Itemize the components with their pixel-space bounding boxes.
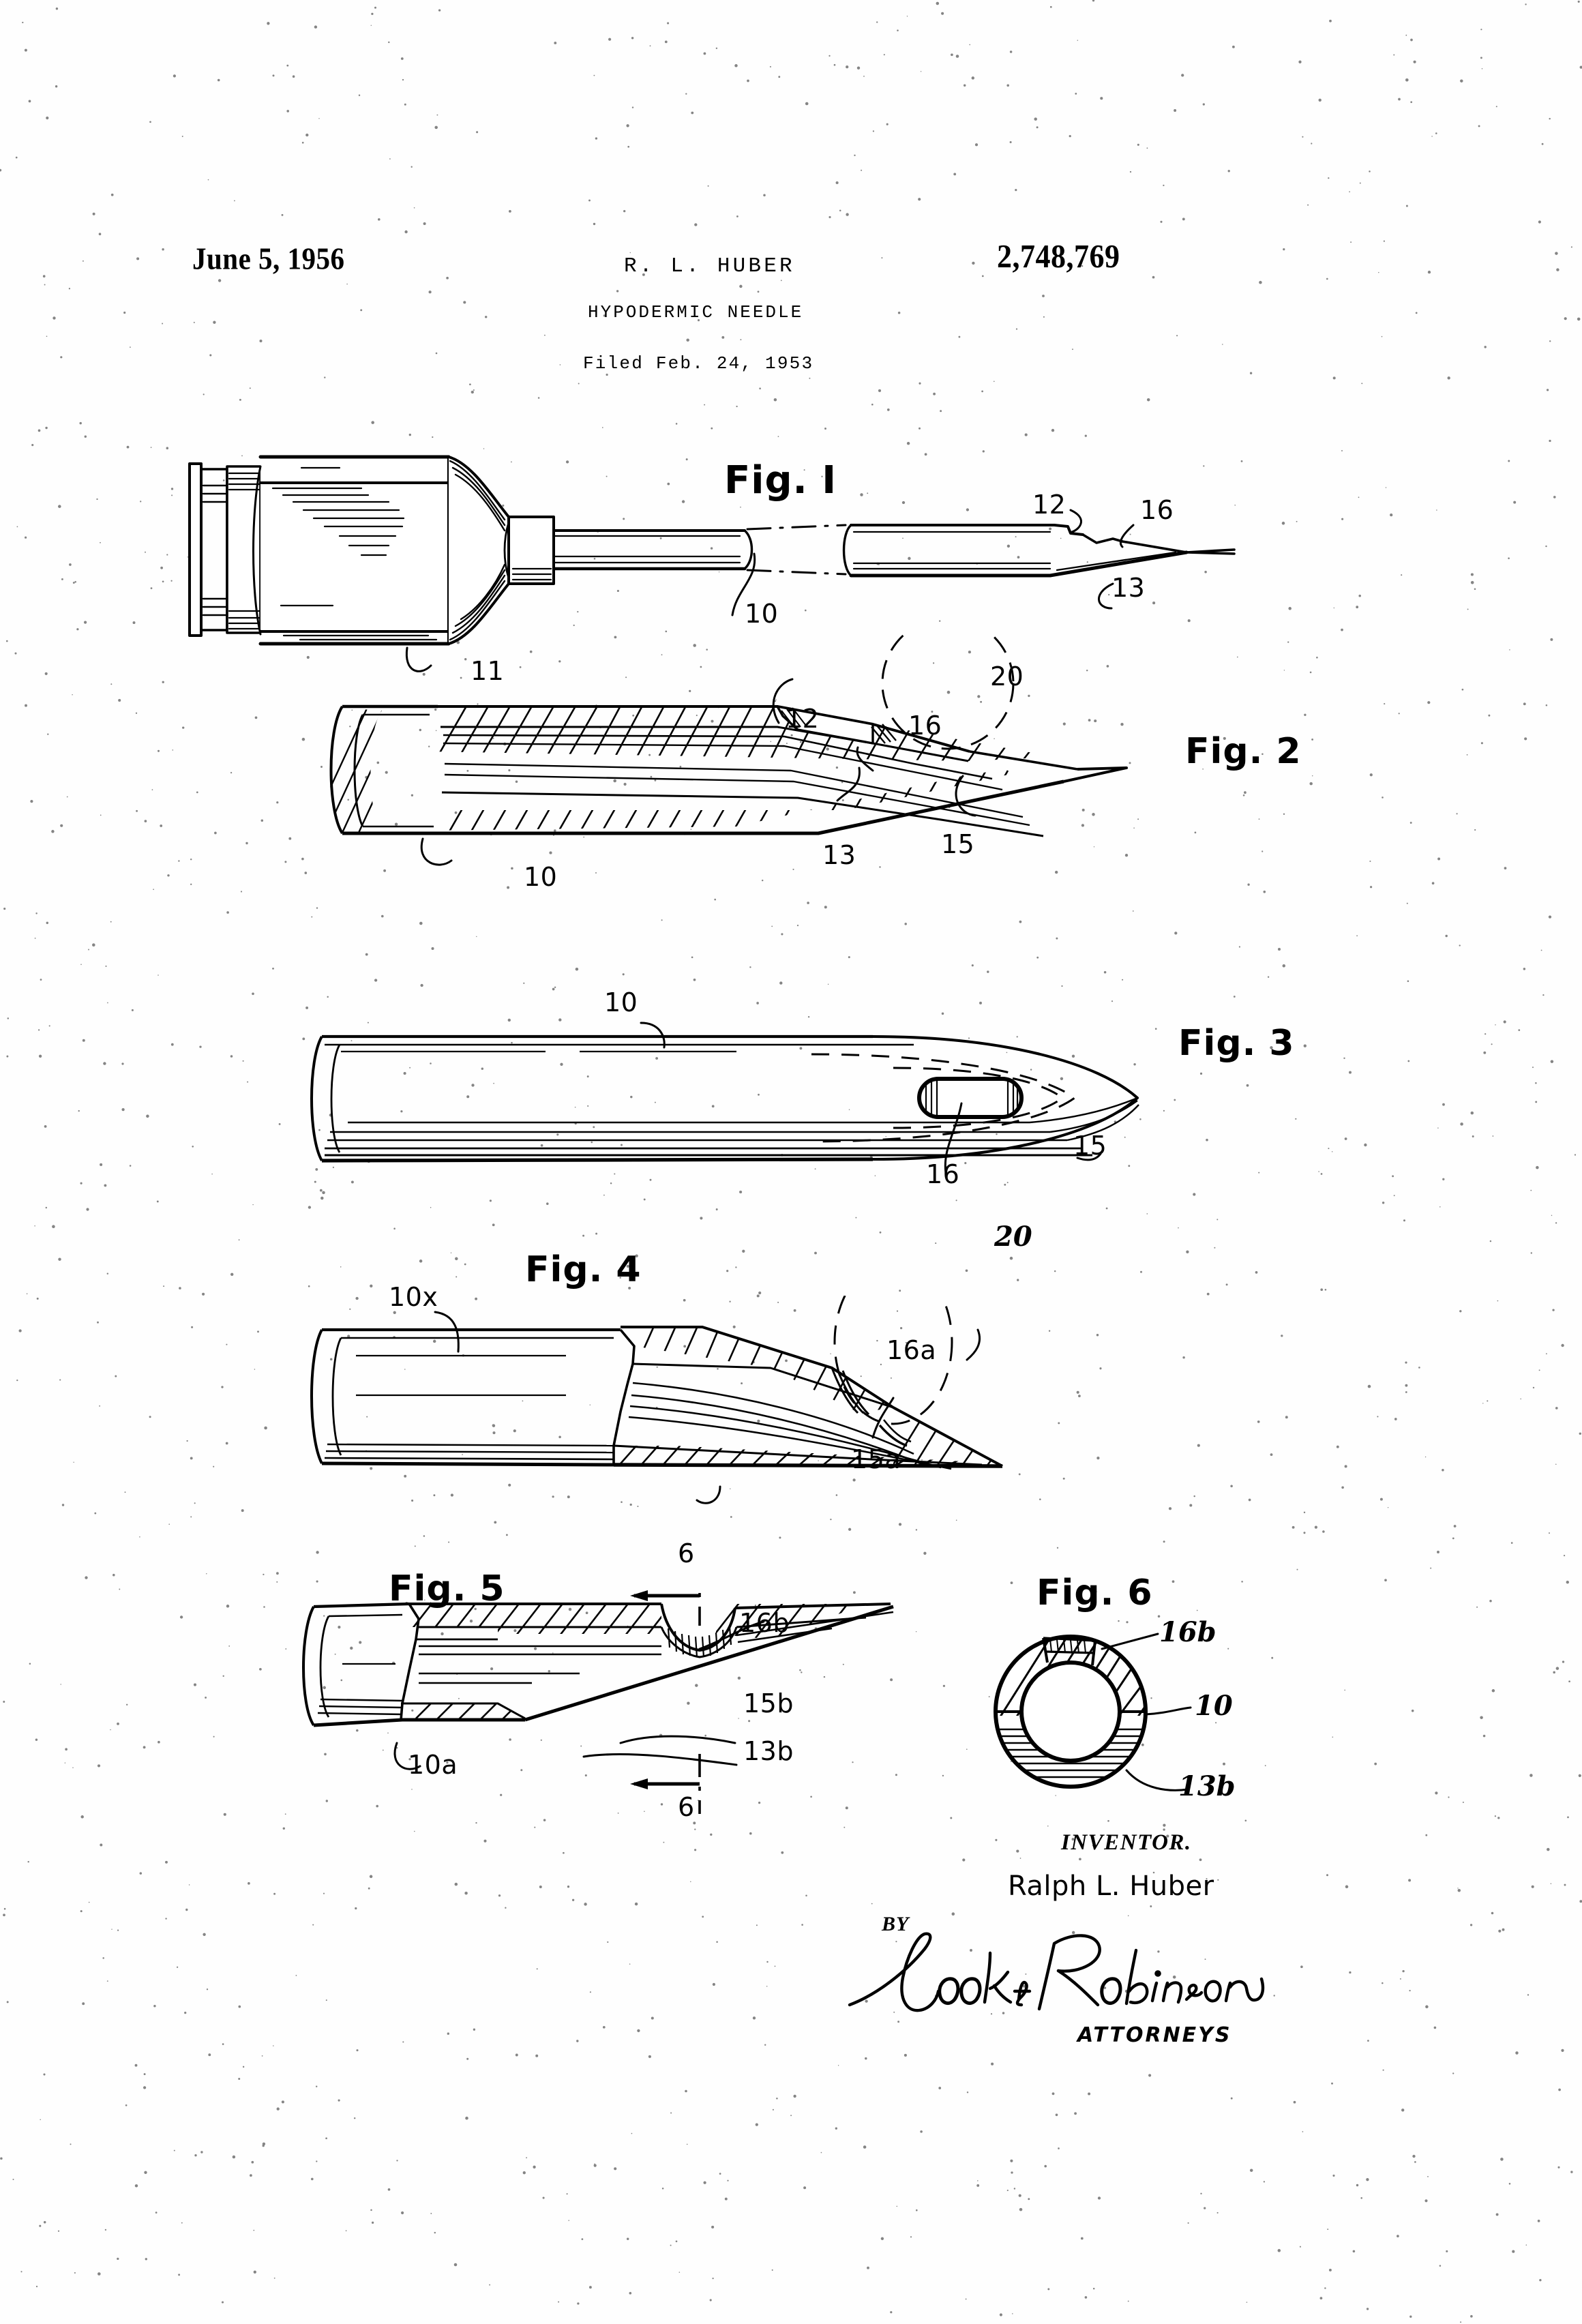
ref-fig2-16: 16 — [908, 711, 942, 741]
inventor-label: INVENTOR. — [1061, 1830, 1192, 1855]
ref-fig6-13b: 13b — [1178, 1770, 1236, 1802]
ref-fig5-10a: 10a — [408, 1750, 458, 1780]
ref-fig5-13b: 13b — [743, 1736, 794, 1766]
ref-fig2-15: 15 — [941, 829, 975, 859]
filing-date: Filed Feb. 24, 1953 — [583, 353, 814, 374]
figure-1-drawing — [188, 455, 1236, 672]
attorneys-label: ATTORNEYS — [1077, 2023, 1232, 2047]
ref-fig1-12: 12 — [1032, 490, 1066, 520]
ref-fig1-11: 11 — [471, 656, 505, 686]
ref-fig2-20: 20 — [990, 661, 1024, 691]
issue-date: June 5, 1956 — [192, 241, 345, 276]
figure-2-title: Fig. 2 — [1185, 731, 1302, 772]
figure-2-drawing — [329, 634, 1128, 866]
patent-title: HYPODERMIC NEEDLE — [588, 302, 804, 323]
figure-1-title: Fig. I — [724, 458, 837, 503]
figure-4-title: Fig. 4 — [525, 1249, 642, 1290]
ref-fig2-10: 10 — [524, 862, 558, 892]
ref-fig3-10: 10 — [604, 987, 638, 1017]
attorney-signature: Cook & Robinson — [848, 1932, 1265, 2012]
ref-fig3-15: 15 — [1073, 1131, 1107, 1161]
figure-5-drawing — [302, 1589, 894, 1814]
figure-6-drawing — [989, 1615, 1192, 1791]
patent-number: 2,748,769 — [997, 238, 1120, 275]
section-line-label-bottom: 6 — [678, 1792, 695, 1822]
ref-fig4-15a: 15a — [851, 1444, 901, 1474]
inventor-header: R. L. HUBER — [624, 254, 795, 278]
figure-4-drawing — [310, 1296, 1003, 1504]
ref-fig1-13: 13 — [1111, 573, 1146, 603]
ref-fig2-13: 13 — [822, 840, 856, 870]
ref-fig5-15b: 15b — [743, 1688, 794, 1718]
figure-3-drawing — [310, 1022, 1139, 1178]
figure-5-title: Fig. 5 — [389, 1568, 505, 1609]
ref-fig3-16: 16 — [926, 1159, 960, 1189]
ref-fig1-16: 16 — [1140, 495, 1174, 525]
figure-6-title: Fig. 6 — [1036, 1573, 1153, 1613]
figure-3-title: Fig. 3 — [1178, 1023, 1295, 1064]
section-line-label-top: 6 — [678, 1538, 695, 1568]
ref-fig2-12: 12 — [786, 704, 820, 734]
ref-fig6-16b: 16b — [1159, 1616, 1217, 1648]
ref-fig4-16a: 16a — [886, 1335, 937, 1365]
inventor-name: Ralph L. Huber — [1008, 1871, 1214, 1902]
ref-fig6-10: 10 — [1195, 1690, 1233, 1722]
by-label: BY — [882, 1913, 910, 1935]
ref-fig4-20: 20 — [994, 1221, 1032, 1253]
ref-fig1-10: 10 — [745, 599, 779, 629]
ref-fig4-10x: 10x — [389, 1282, 438, 1312]
ref-fig5-16b: 16b — [739, 1608, 790, 1638]
